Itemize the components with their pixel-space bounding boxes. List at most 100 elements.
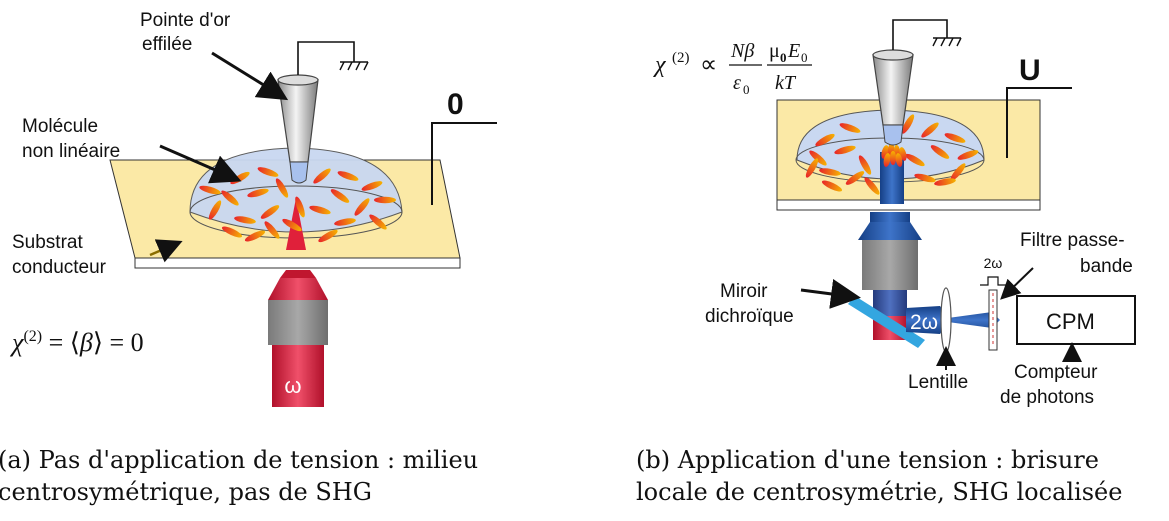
- molecule: [257, 167, 279, 177]
- tip-label-line2: effilée: [142, 34, 192, 55]
- molecule: [809, 150, 827, 166]
- detector-label: CPM: [1046, 309, 1095, 334]
- objective: [268, 270, 328, 345]
- molecule: [295, 196, 305, 218]
- substrate-arrow: [149, 239, 183, 263]
- molecule: [221, 226, 243, 238]
- molecule: [208, 200, 222, 220]
- molecule: [330, 189, 350, 203]
- molecule: [944, 133, 966, 143]
- molecule: [247, 188, 269, 198]
- molecule: [921, 122, 939, 138]
- svg-text:0: 0: [780, 50, 787, 65]
- molecule: [354, 198, 370, 216]
- molecule: [901, 114, 915, 134]
- molecule-arrow: [159, 144, 242, 184]
- right-equation: χ (2) ∝ Nβ ε 0 μ 0 E 0 kT: [653, 40, 812, 97]
- molecule: [889, 151, 897, 165]
- dichroic-mirror: [848, 296, 925, 348]
- molecule: [234, 216, 256, 224]
- voltage-line: [431, 122, 497, 205]
- molecule: [845, 171, 865, 185]
- filter-label-line2: bande: [1080, 256, 1133, 277]
- left-equation: χ(2) = ⟨β⟩ = 0: [9, 328, 144, 357]
- red-beam-bottom: [272, 345, 324, 407]
- molecule: [199, 185, 221, 195]
- molecule: [950, 163, 966, 181]
- molecule: [895, 153, 903, 167]
- molecule-label-line1: Molécule: [22, 116, 98, 137]
- right-panel: χ (2) ∝ Nβ ε 0 μ 0 E 0 kT: [653, 19, 1136, 408]
- tip-arrow: [211, 51, 289, 101]
- substrate-label-line2: conducteur: [12, 257, 107, 278]
- molecule: [275, 178, 289, 198]
- molecule: [905, 153, 925, 167]
- filter-tag: 2ω: [984, 255, 1003, 271]
- tip-label-line1: Pointe d'or: [140, 10, 231, 31]
- substrate-label-line1: Substrat: [12, 232, 83, 253]
- molecule: [805, 158, 819, 178]
- ground-symbol-right: [932, 37, 962, 47]
- blue-beam-horizontal: [906, 306, 1000, 334]
- molecule: [260, 205, 280, 219]
- voltage-label: 0: [447, 88, 464, 121]
- svg-text:0: 0: [743, 82, 750, 97]
- gold-tip-right: [872, 19, 948, 146]
- svg-text:ε: ε: [733, 72, 741, 94]
- molecule: [821, 180, 843, 192]
- molecule: [858, 155, 872, 175]
- svg-text:μ: μ: [769, 40, 780, 62]
- molecule: [282, 218, 302, 232]
- voltage-label-right: U: [1019, 54, 1041, 87]
- lens-label: Lentille: [908, 372, 968, 393]
- svg-text:(2): (2): [672, 50, 690, 66]
- caption-right: (b) Application d'une tension : brisure …: [636, 446, 1123, 506]
- caption-left: (a) Pas d'application de tension : milie…: [0, 446, 479, 506]
- left-panel: 0 Pointe d'or effilée Molécule non linéa…: [9, 10, 497, 407]
- molecules-right: [805, 114, 979, 195]
- molecule: [819, 168, 841, 176]
- molecule: [318, 229, 338, 243]
- svg-text:∝: ∝: [700, 52, 717, 78]
- gold-tip: [277, 41, 355, 184]
- molecule: [337, 171, 359, 181]
- omega-label: ω: [284, 373, 301, 398]
- counter-label-line1: Compteur: [1014, 362, 1098, 383]
- molecule: [957, 150, 979, 160]
- counter-label-line2: de photons: [1000, 387, 1094, 408]
- molecule: [244, 230, 266, 242]
- molecule-label-line2: non linéaire: [22, 141, 120, 162]
- svg-text:kT: kT: [775, 72, 797, 94]
- mirror-arrow: [800, 279, 861, 309]
- molecule: [264, 221, 280, 239]
- mirror-label-line1: Miroir: [720, 281, 768, 302]
- molecule: [313, 168, 331, 184]
- ground-symbol: [339, 61, 369, 71]
- molecule: [334, 218, 356, 226]
- molecule: [864, 177, 880, 195]
- svg-text:Nβ: Nβ: [730, 40, 754, 62]
- svg-text:E: E: [787, 40, 800, 62]
- molecule: [369, 214, 387, 230]
- molecule: [361, 181, 383, 191]
- molecule: [815, 133, 835, 147]
- svg-text:0: 0: [801, 50, 808, 65]
- filter-label-line1: Filtre passe-: [1020, 230, 1125, 251]
- molecule: [309, 205, 331, 215]
- filter-arrow: [1000, 267, 1034, 300]
- objective-right: [858, 222, 922, 290]
- voltage-line-right: [1006, 87, 1072, 158]
- molecule: [883, 153, 891, 167]
- molecule: [930, 145, 950, 159]
- molecule: [839, 123, 861, 133]
- two-omega-beam-label: 2ω: [910, 311, 938, 334]
- molecule: [934, 178, 956, 186]
- filter-symbol: [980, 276, 1006, 286]
- lens: [940, 287, 952, 353]
- molecule: [834, 145, 856, 155]
- aligned-molecules: [881, 143, 907, 167]
- molecule: [221, 190, 239, 206]
- molecule: [914, 173, 936, 183]
- molecule: [374, 196, 396, 204]
